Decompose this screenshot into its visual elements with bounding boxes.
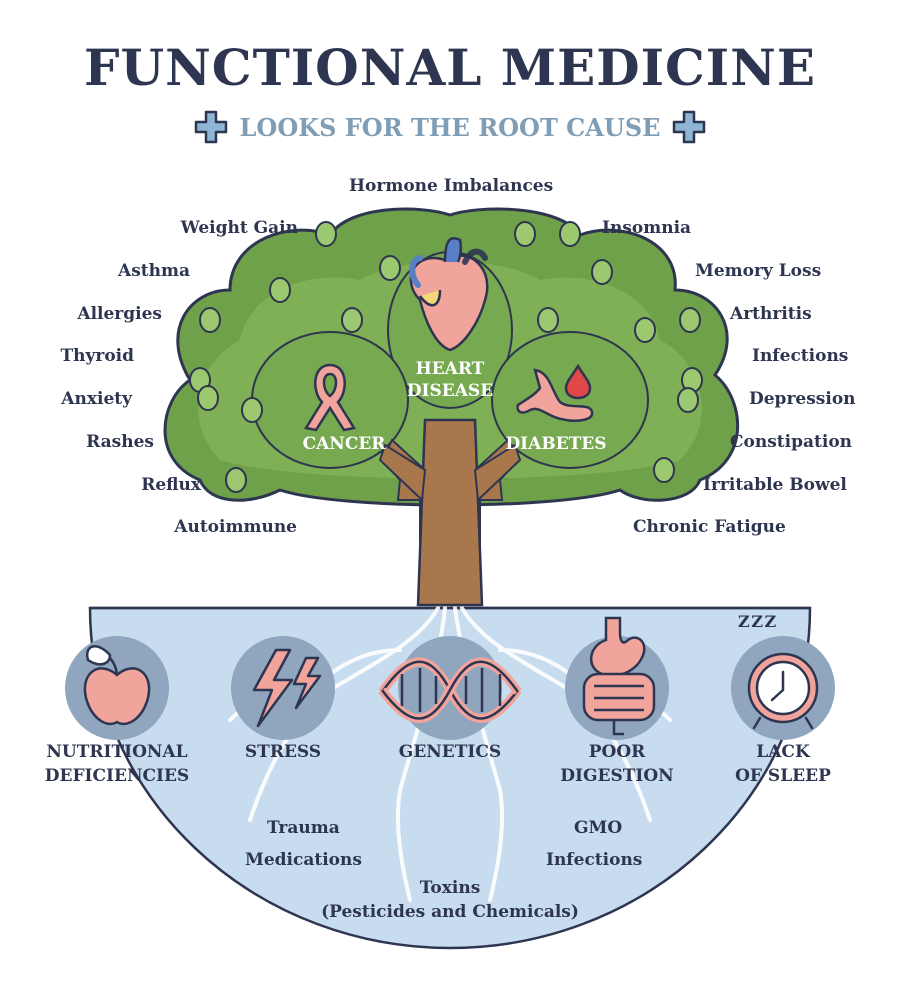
symptom-right: Depression (749, 389, 856, 409)
symptom-top: Hormone Imbalances (349, 176, 554, 196)
symptom-right: Irritable Bowel (703, 475, 847, 495)
diabetes-label: DIABETES (505, 434, 607, 454)
subtitle-row: LOOKS FOR THE ROOT CAUSE (0, 110, 900, 144)
lightning-icon (252, 648, 322, 728)
subtitle: LOOKS FOR THE ROOT CAUSE (239, 112, 661, 142)
heart-disease-line: DISEASE (406, 381, 494, 401)
cause-line: GENETICS (398, 742, 502, 762)
cancer-label: CANCER (302, 434, 386, 454)
cause-line: STRESS (244, 742, 322, 762)
symptom-left: Weight Gain (180, 218, 298, 238)
awareness-ribbon-icon (303, 363, 357, 432)
symptom-left: Asthma (118, 261, 190, 281)
symptom-left: Autoimmune (174, 517, 297, 537)
cause-line: DIGESTION (560, 766, 674, 786)
medical-cross-icon (673, 110, 706, 144)
symptom-left: Anxiety (61, 389, 132, 409)
cause-sleep: LACK OF SLEEP (713, 740, 853, 788)
symptom-right: Chronic Fatigue (633, 517, 786, 537)
symptom-left: Rashes (86, 432, 154, 452)
symptom-right: Constipation (730, 432, 853, 452)
heart-disease-label: HEART DISEASE (390, 358, 510, 402)
heart-icon (409, 236, 489, 352)
dna-icon (378, 657, 522, 723)
cause-line: LACK (756, 742, 810, 762)
symptom-right: Memory Loss (695, 261, 822, 281)
apple-icon (83, 645, 151, 726)
page-title: FUNCTIONAL MEDICINE (83, 38, 816, 97)
cause-genetics: GENETICS (380, 740, 520, 764)
stomach-intestine-icon (582, 616, 656, 736)
symptom-left: Reflux (141, 475, 201, 495)
cause-stress: STRESS (213, 740, 353, 764)
factor-left: Trauma (267, 818, 340, 838)
cause-nutritional: NUTRITIONAL DEFICIENCIES (37, 740, 197, 788)
heart-disease-line: HEART (415, 359, 485, 379)
symptom-left: Allergies (77, 304, 162, 324)
factor-left: Medications (245, 850, 362, 870)
factor-right: GMO (574, 818, 623, 838)
sleep-z-icon: Z Z Z (738, 612, 776, 631)
leaves (189, 221, 703, 493)
diabetes-bubble (491, 331, 649, 469)
cause-line: DEFICIENCIES (44, 766, 190, 786)
pancreas-blood-drop-icon (516, 363, 594, 422)
symptom-right: Infections (752, 346, 849, 366)
cause-line: NUTRITIONAL (46, 742, 188, 762)
cause-digestion: POOR DIGESTION (547, 740, 687, 788)
factor-toxins: Toxins (Pesticides and Chemicals) (250, 876, 650, 924)
medical-cross-icon (194, 110, 227, 144)
symptom-right: Arthritis (730, 304, 812, 324)
factor-toxins-line: (Pesticides and Chemicals) (321, 902, 579, 922)
cause-line: POOR (588, 742, 646, 762)
cause-line: OF SLEEP (735, 766, 831, 786)
factor-right: Infections (546, 850, 643, 870)
symptom-right: Insomnia (602, 218, 692, 238)
alarm-clock-icon (747, 652, 819, 730)
factor-toxins-line: Toxins (419, 878, 481, 898)
symptom-left: Thyroid (60, 346, 134, 366)
